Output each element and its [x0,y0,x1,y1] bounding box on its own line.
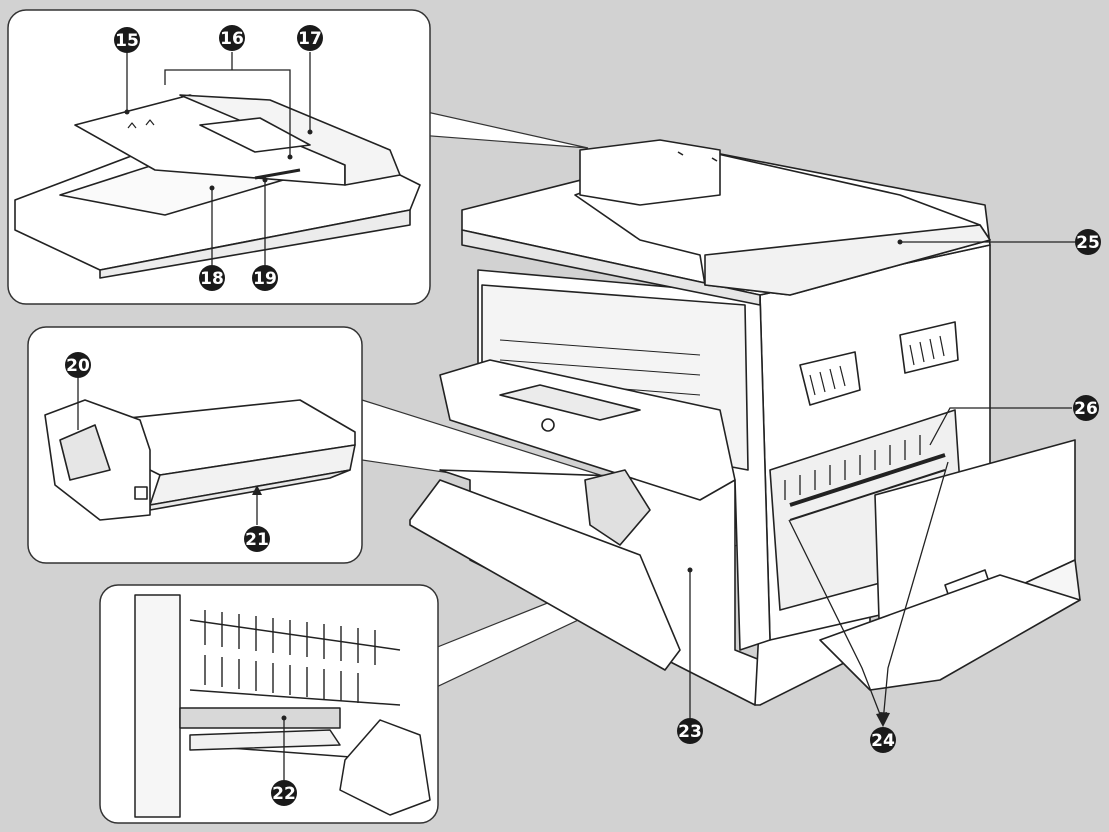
main-leader-lines [689,241,1075,723]
copier-vent-slats [809,335,945,396]
callout-21-label: 21 [245,530,269,550]
callout-16: 16 [219,25,245,51]
callout-20: 20 [65,352,91,378]
callout-20-label: 20 [66,356,90,376]
copier-display [499,384,641,421]
callout-18-label: 18 [200,269,224,289]
adf-front-edge [99,209,411,279]
callout-26: 26 [1073,395,1099,421]
inset-toner-cartridge [27,326,363,564]
callout-26-label: 26 [1074,399,1098,419]
inset-document-feeder [7,9,431,305]
copier-dial-icon [541,418,555,432]
toner-leader-lines [77,378,258,525]
fuser-hand [339,719,431,816]
callout-15-label: 15 [115,31,139,51]
callout-17-label: 17 [298,29,322,49]
inset-fuser-area [99,584,439,824]
copier-adf-tray [579,139,721,206]
fuser-frame-wall [134,594,181,818]
callout-17: 17 [297,25,323,51]
callout-23: 23 [677,718,703,744]
adf-wedge [417,109,589,149]
callout-22: 22 [271,780,297,806]
copier-adf-tray-arrows [677,151,718,162]
toner-arrow-icon [252,485,262,495]
copier-fuser-fins [784,435,921,500]
callout-18: 18 [199,265,225,291]
fuser-fins [204,610,376,703]
adf-leader-lines [126,52,311,265]
copier-toner-slot [584,469,651,546]
main-leader-arrowheads [687,239,903,727]
copier-top-edge [461,229,761,306]
callout-24: 24 [870,727,896,753]
adf-leader-dots [124,109,313,191]
copier-output-tray [819,574,1081,691]
copier-front-cover [409,479,681,671]
fuser-lower-rollers [189,729,341,751]
fuser-leader-dot [281,715,287,721]
callout-23-label: 23 [678,722,702,742]
callout-22-label: 22 [272,784,296,804]
callout-16-label: 16 [220,29,244,49]
copier-fuser-roller [789,453,946,507]
callout-19-label: 19 [253,269,277,289]
adf-feed-slot [199,117,311,153]
callout-24-label: 24 [871,731,895,751]
adf-lever [254,168,301,180]
copier-main-illustration [409,139,1081,706]
callout-25-label: 25 [1076,233,1100,253]
callout-15: 15 [114,27,140,53]
adf-tray-arrow-icons [127,119,155,129]
copier-fuser-guide [789,469,946,521]
callout-25: 25 [1075,229,1101,255]
callout-21: 21 [244,526,270,552]
toner-handle [59,424,111,481]
copier-side-vents [799,321,959,406]
fuser-roller-bar [179,707,341,729]
callout-19: 19 [252,265,278,291]
toner-latch-icon [134,486,148,500]
